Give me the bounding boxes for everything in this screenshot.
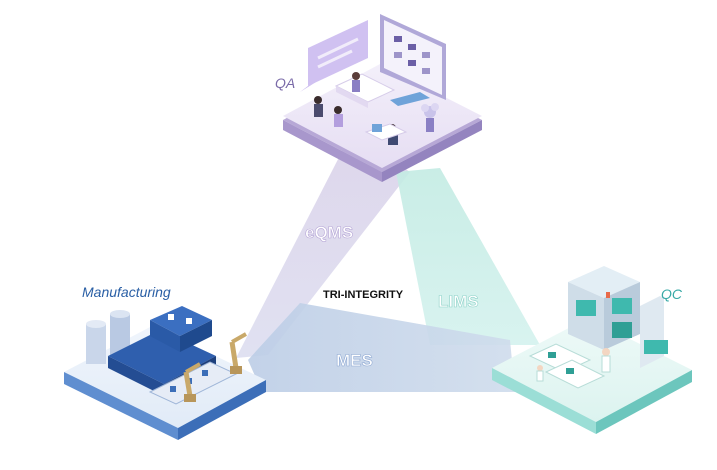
eqms-label: eQMS: [305, 223, 353, 242]
factory-illustration: [86, 306, 247, 405]
lab-illustration: [528, 266, 668, 389]
qa-office-illustration: [300, 14, 446, 145]
qa-label: QA: [275, 75, 295, 91]
qa-platform: [283, 64, 482, 182]
qc-label: QC: [661, 286, 683, 302]
lims-connector: [396, 168, 540, 345]
manufacturing-label: Manufacturing: [82, 284, 171, 300]
mes-label: MES: [336, 351, 373, 370]
lims-label: LIMS: [438, 292, 479, 311]
eqms-connector: [236, 132, 410, 358]
mes-connector: [248, 303, 515, 392]
tri-integrity-label: TRI-INTEGRITY: [323, 289, 404, 301]
